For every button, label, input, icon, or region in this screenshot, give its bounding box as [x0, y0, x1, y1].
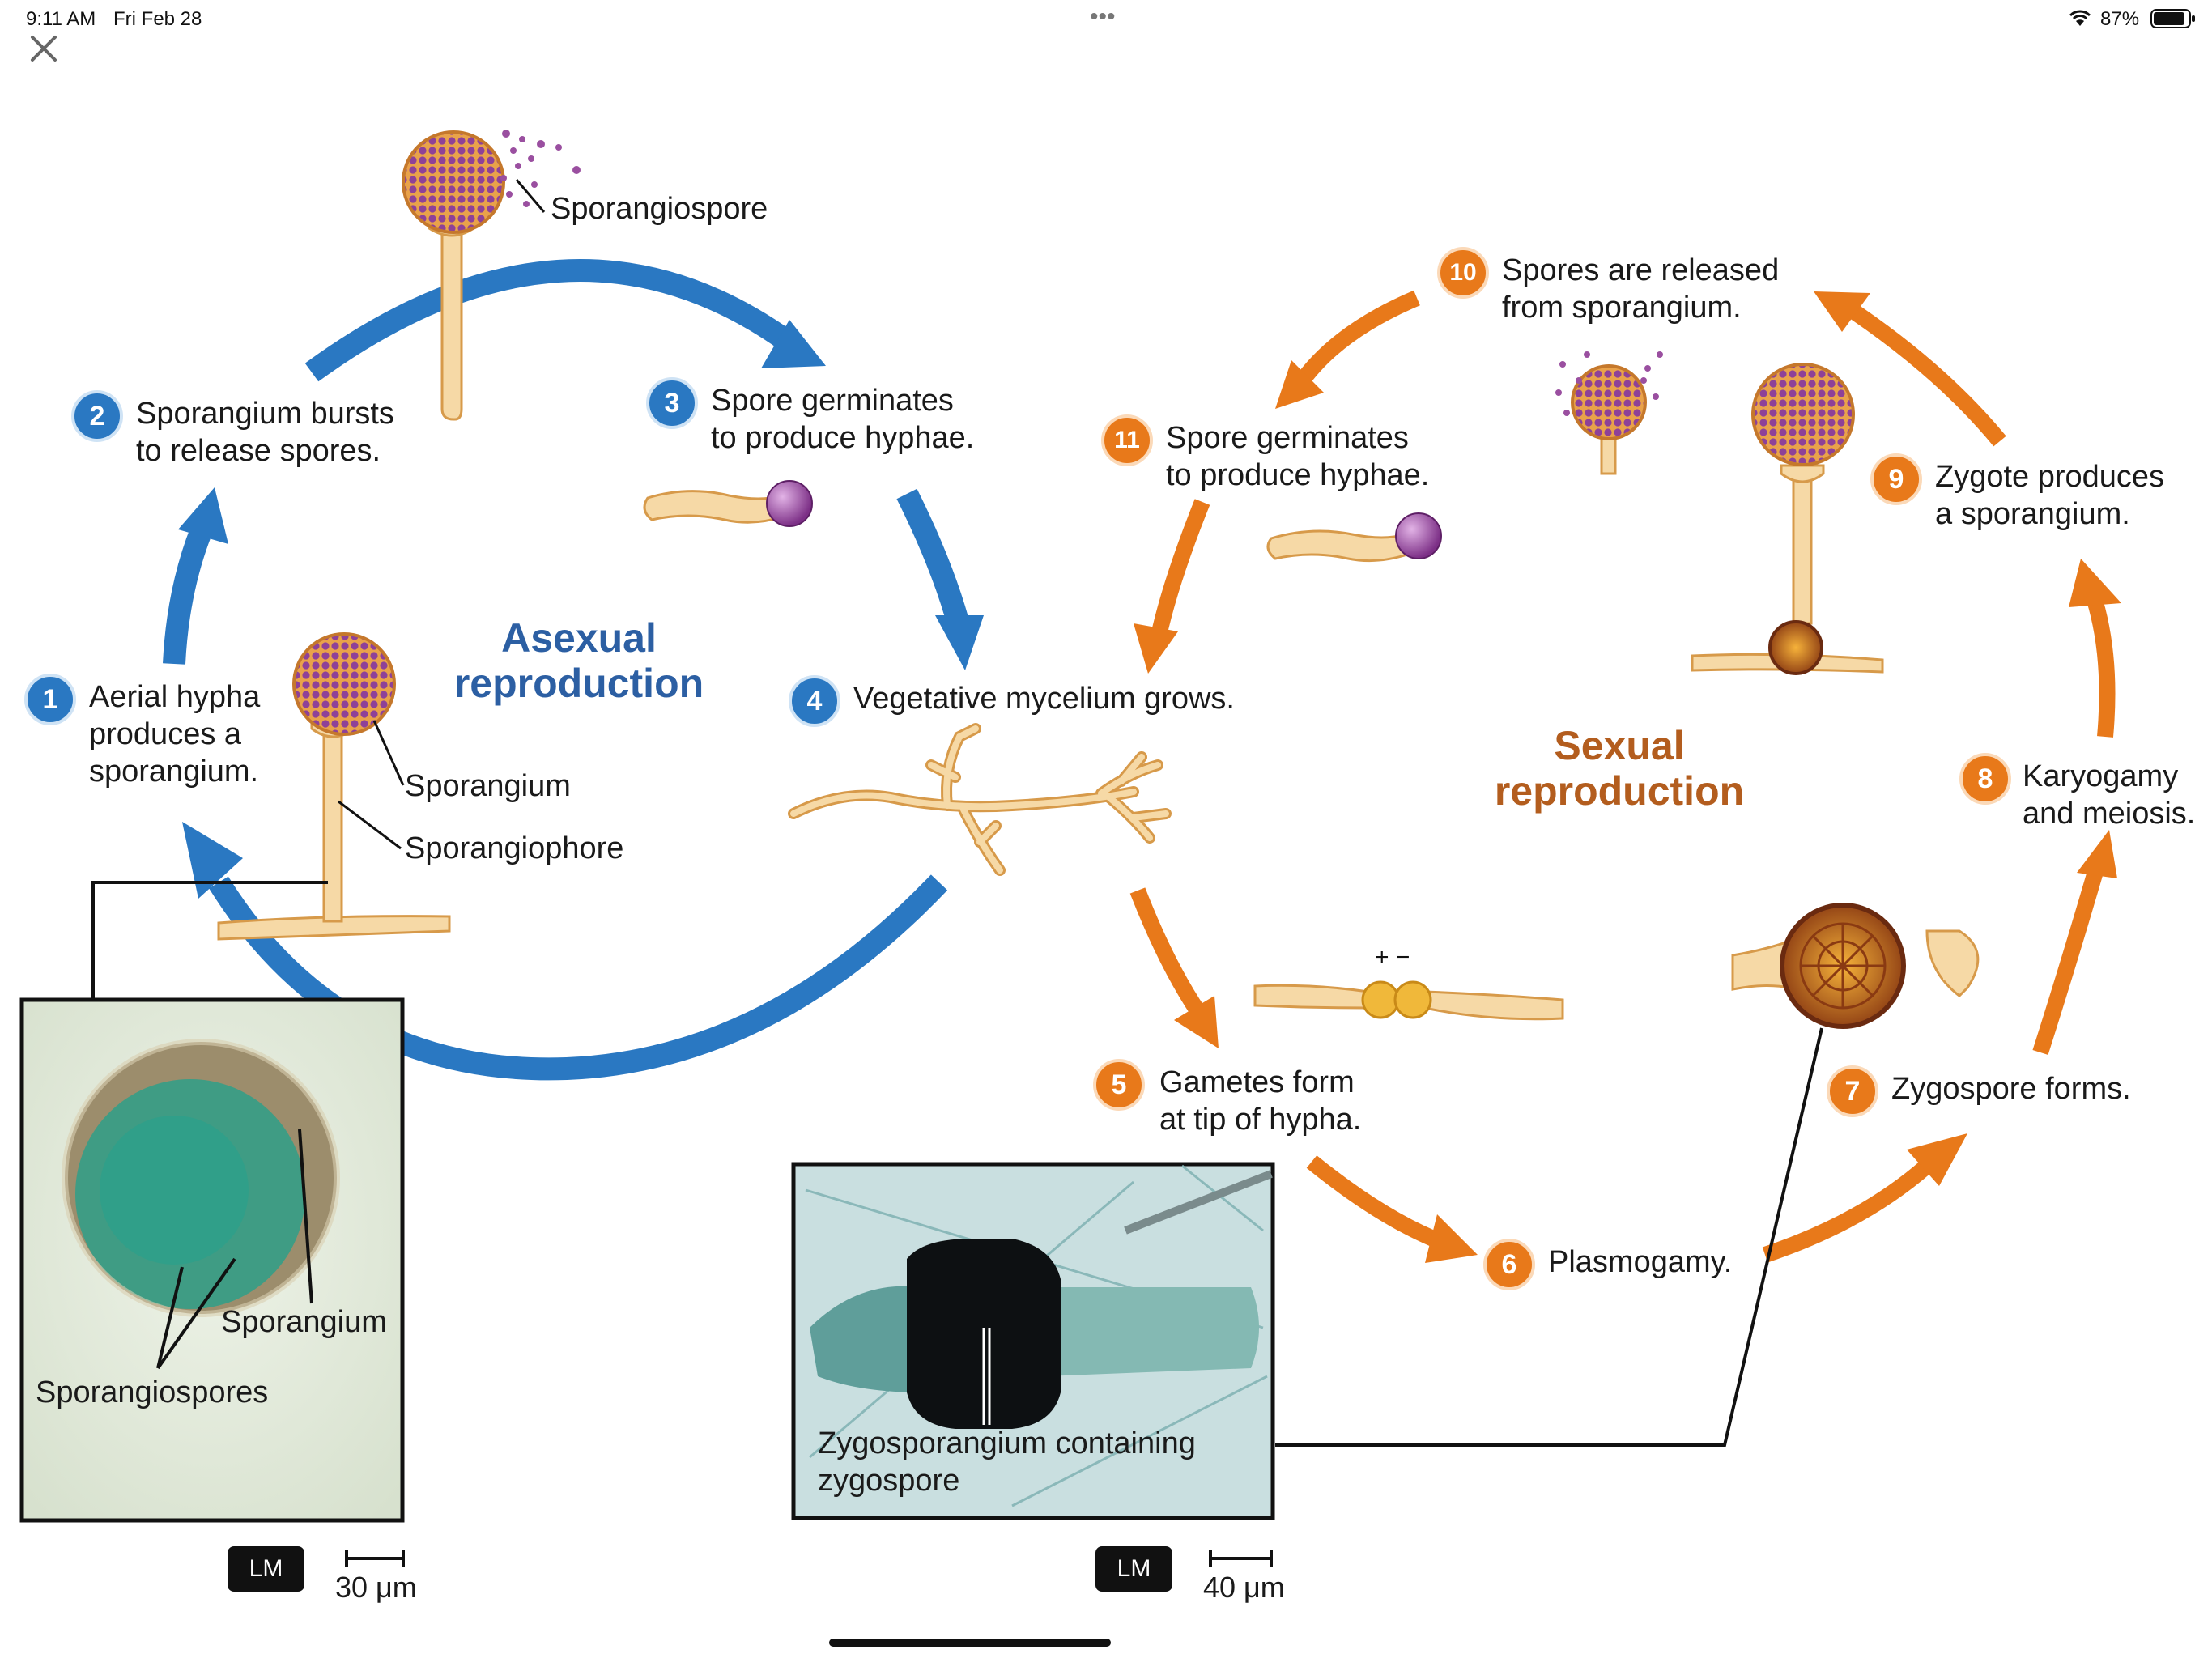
more-options-dots[interactable]: •••: [1090, 3, 1116, 30]
micro-sporangiospores-label: Sporangiospores: [36, 1375, 269, 1409]
step-10-badge: 10: [1437, 247, 1489, 299]
step-6-label: Plasmogamy.: [1548, 1245, 1733, 1279]
sexual-arrowheads: [1134, 291, 2121, 1263]
home-indicator[interactable]: [829, 1639, 1111, 1647]
germinating-spore-sexual: [1266, 512, 1442, 563]
status-time: 9:11 AM: [26, 8, 96, 30]
zygote-sporangium: [1691, 363, 1884, 675]
mating-signs: + −: [1375, 944, 1410, 971]
step-2-badge: 2: [71, 390, 123, 442]
step-11-badge: 11: [1101, 414, 1153, 466]
scale-right: 40 μm: [1203, 1571, 1285, 1604]
germinating-spore-asexual: [643, 480, 813, 527]
step-7-badge: 7: [1827, 1065, 1878, 1117]
micrograph-right: [791, 1162, 1275, 1567]
scale-left: 30 μm: [335, 1571, 417, 1604]
micro-sporangium-label: Sporangium: [221, 1305, 387, 1339]
battery-icon: [2150, 8, 2196, 33]
connector-lines: [91, 881, 1823, 1447]
asexual-arrowheads: [178, 320, 984, 899]
step-1-badge: 1: [24, 674, 76, 725]
step-6-badge: 6: [1483, 1239, 1535, 1290]
sporangiospore-label: Sporangiospore: [551, 192, 768, 226]
lm-badge-right: LM: [1095, 1546, 1172, 1592]
lm-badge-left: LM: [228, 1546, 304, 1592]
step-7-label: Zygospore forms.: [1891, 1072, 2131, 1106]
sporangium-label: Sporangium: [405, 769, 571, 803]
close-icon[interactable]: [29, 34, 58, 67]
aerial-hypha-sporangium: [217, 632, 451, 941]
wifi-icon: [2068, 8, 2092, 32]
step-9-badge: 9: [1870, 453, 1922, 505]
status-date: Fri Feb 28: [113, 8, 202, 30]
micrograph-left: [19, 997, 405, 1567]
bursting-sporangium: [402, 130, 581, 421]
step-5-badge: 5: [1093, 1059, 1145, 1111]
battery-percent: 87%: [2100, 8, 2140, 30]
step-4-label: Vegetative mycelium grows.: [853, 682, 1235, 716]
spores-released-sporangium: [1555, 351, 1663, 475]
sporangiophore-label: Sporangiophore: [405, 831, 624, 865]
step-3-badge: 3: [646, 377, 698, 429]
step-4-badge: 4: [789, 675, 840, 727]
zygospore: [1731, 903, 1980, 1029]
gametes-hyphae: [1253, 980, 1564, 1021]
step-8-badge: 8: [1959, 753, 2011, 805]
